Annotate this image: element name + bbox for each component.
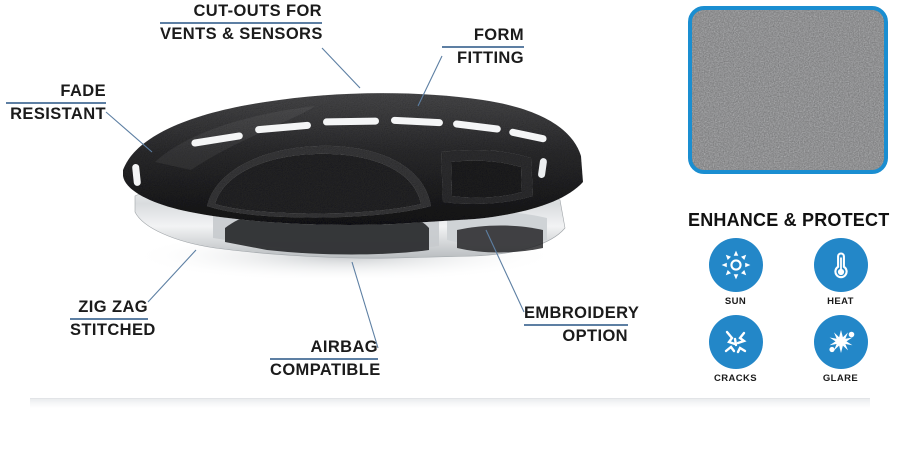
callout-rule	[6, 102, 106, 104]
callout-rule	[270, 358, 378, 360]
callout-line-2: VENTS & SENSORS	[160, 25, 323, 43]
protection-icon-grid: SUN HEAT	[688, 238, 888, 384]
product-image-dash-cover	[95, 78, 585, 278]
callout-line-1: ZIG ZAG	[78, 298, 148, 316]
fabric-texture	[692, 10, 884, 170]
callout-line-2: OPTION	[562, 327, 628, 345]
callout-line-2: RESISTANT	[10, 105, 106, 123]
callout-rule	[442, 46, 524, 48]
callout-line-1: FADE	[60, 82, 106, 100]
callout-line-2: FITTING	[457, 49, 524, 67]
callout-airbag-compatible: AIRBAG COMPATIBLE	[270, 338, 381, 380]
callout-cut-outs: CUT-OUTS FOR VENTS & SENSORS	[160, 2, 322, 44]
callout-form-fitting: FORM FITTING	[442, 26, 524, 68]
enhance-protect-title: ENHANCE & PROTECT	[688, 210, 890, 230]
dash-cover-illustration	[123, 93, 583, 278]
callout-fade-resistant: FADE RESISTANT	[6, 82, 106, 124]
icon-label: GLARE	[822, 373, 859, 384]
thermometer-icon	[813, 238, 868, 292]
callout-line-1: CUT-OUTS FOR	[193, 2, 322, 20]
callout-line-1: AIRBAG	[310, 338, 378, 356]
glare-icon	[813, 315, 868, 369]
icon-cell-sun[interactable]: SUN	[708, 238, 763, 307]
callout-rule	[70, 318, 148, 320]
cracks-icon	[708, 315, 763, 369]
icon-label: CRACKS	[713, 373, 758, 384]
callout-line-1: EMBROIDERY	[524, 304, 640, 322]
icon-cell-cracks[interactable]: CRACKS	[708, 315, 763, 384]
icon-label: HEAT	[827, 296, 854, 307]
callout-zig-zag-stitched: ZIG ZAG STITCHED	[70, 298, 156, 340]
callout-line-2: STITCHED	[70, 321, 156, 339]
sun-icon	[708, 238, 763, 292]
callout-line-2: COMPATIBLE	[270, 361, 381, 379]
icon-cell-heat[interactable]: HEAT	[813, 238, 868, 307]
icon-cell-glare[interactable]: GLARE	[813, 315, 868, 384]
callout-line-1: FORM	[473, 26, 524, 44]
bottom-divider	[30, 398, 870, 408]
callout-rule	[160, 22, 322, 24]
callout-rule	[524, 324, 628, 326]
icon-label: SUN	[724, 296, 747, 307]
carpet-fabric-swatch[interactable]	[688, 6, 888, 174]
callout-embroidery-option: EMBROIDERY OPTION	[524, 304, 640, 346]
